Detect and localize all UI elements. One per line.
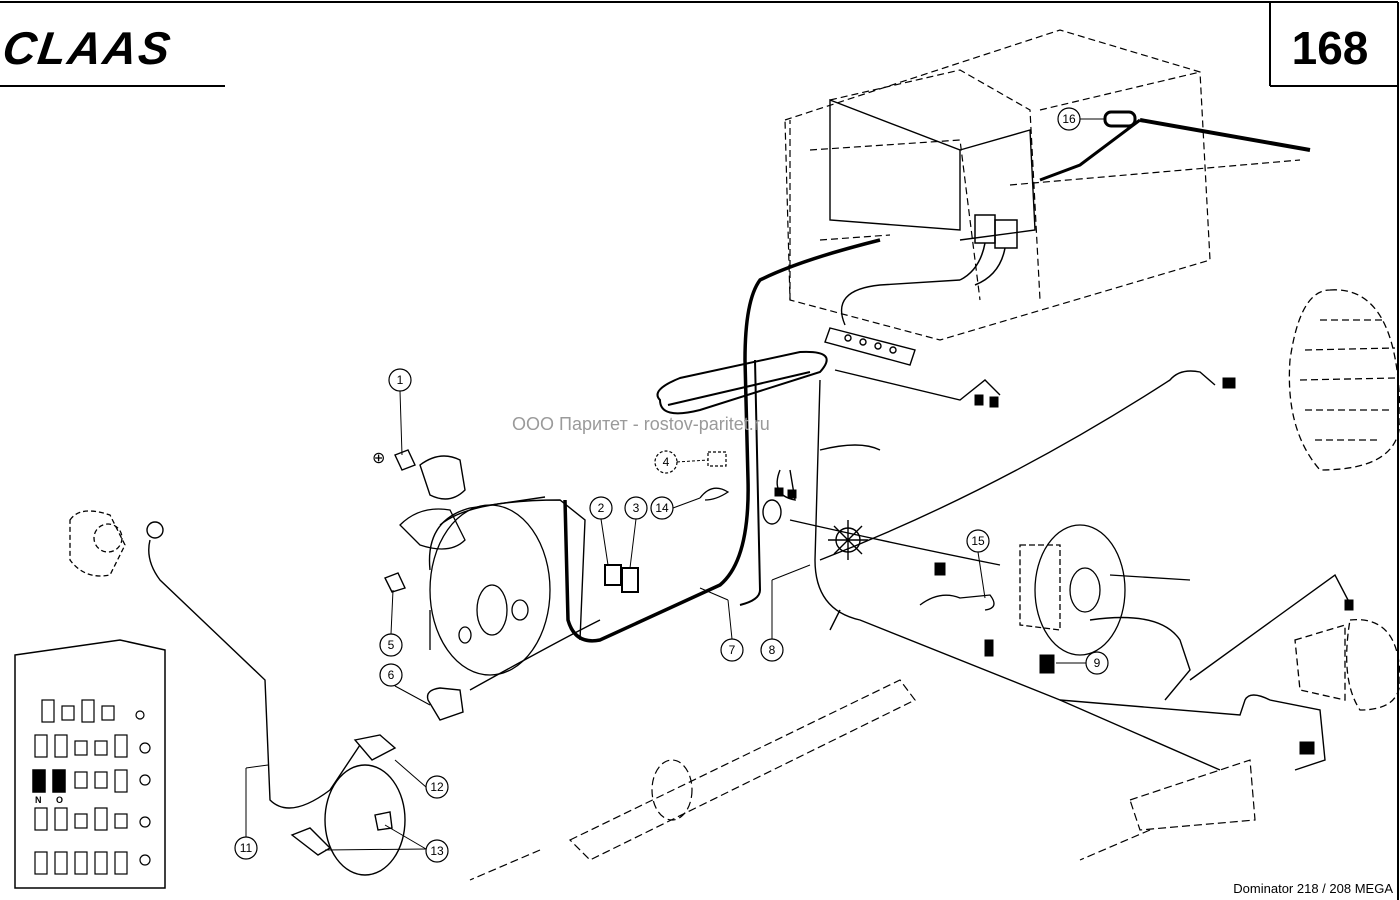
bracket-part	[290, 764, 406, 876]
fuse-label-o: O	[56, 795, 63, 805]
fuse-label-n: N	[35, 795, 42, 805]
horn-part	[69, 510, 126, 577]
axle-cylinders	[469, 679, 1256, 881]
relay-block	[959, 214, 1018, 286]
svg-text:9: 9	[1094, 656, 1101, 670]
svg-text:4: 4	[663, 455, 670, 469]
svg-text:8: 8	[769, 643, 776, 657]
cab-inner	[829, 98, 1036, 241]
page-number: 168	[1292, 22, 1369, 74]
fuse-panel	[14, 639, 166, 889]
rear-wheel	[1288, 289, 1400, 711]
callout-7: 7	[699, 587, 744, 662]
svg-text:6: 6	[388, 668, 395, 682]
svg-text:5: 5	[388, 638, 395, 652]
harness-loop	[656, 350, 828, 606]
svg-text:7: 7	[729, 643, 736, 657]
right-wheel-hub	[1019, 524, 1191, 656]
callout-6: 6	[379, 663, 431, 706]
callout-11: 11	[234, 764, 269, 860]
svg-text:14: 14	[655, 501, 669, 515]
svg-text:3: 3	[633, 501, 640, 515]
callout-5: 5	[379, 589, 403, 657]
cab-outline	[784, 29, 1301, 341]
callout-13: 13	[324, 824, 449, 863]
callout-15: 15	[919, 529, 995, 611]
watermark-text: ООО Паритет - rostov-paritet.ru	[512, 414, 770, 434]
svg-text:13: 13	[430, 844, 444, 858]
callout-4: 4	[654, 450, 709, 474]
callout-1: 1	[388, 368, 412, 456]
callout-9: 9	[1056, 651, 1109, 675]
main-cable	[563, 118, 1311, 643]
ground-symbol: ⊕	[372, 448, 385, 467]
callout-3: 3	[624, 496, 648, 569]
callout-8: 8	[760, 564, 811, 662]
callout-14: 14	[650, 487, 730, 520]
wire-bundle	[428, 279, 1349, 771]
svg-text:15: 15	[971, 534, 985, 548]
claas-logo: CLAAS	[0, 22, 175, 74]
svg-text:12: 12	[430, 780, 444, 794]
starter-assembly	[384, 449, 466, 721]
callout-2: 2	[589, 496, 613, 566]
horn-wire	[146, 521, 397, 809]
callout-16: 16	[1057, 107, 1106, 131]
svg-text:2: 2	[598, 501, 605, 515]
left-wheel-hub	[399, 504, 551, 676]
model-label: Dominator 218 / 208 MEGA	[1233, 881, 1393, 896]
svg-text:11: 11	[240, 841, 253, 855]
terminal-strip	[824, 327, 916, 366]
sensor-gear	[762, 499, 1001, 566]
callout-12: 12	[394, 759, 449, 799]
svg-text:1: 1	[397, 373, 404, 387]
svg-text:16: 16	[1062, 112, 1076, 126]
